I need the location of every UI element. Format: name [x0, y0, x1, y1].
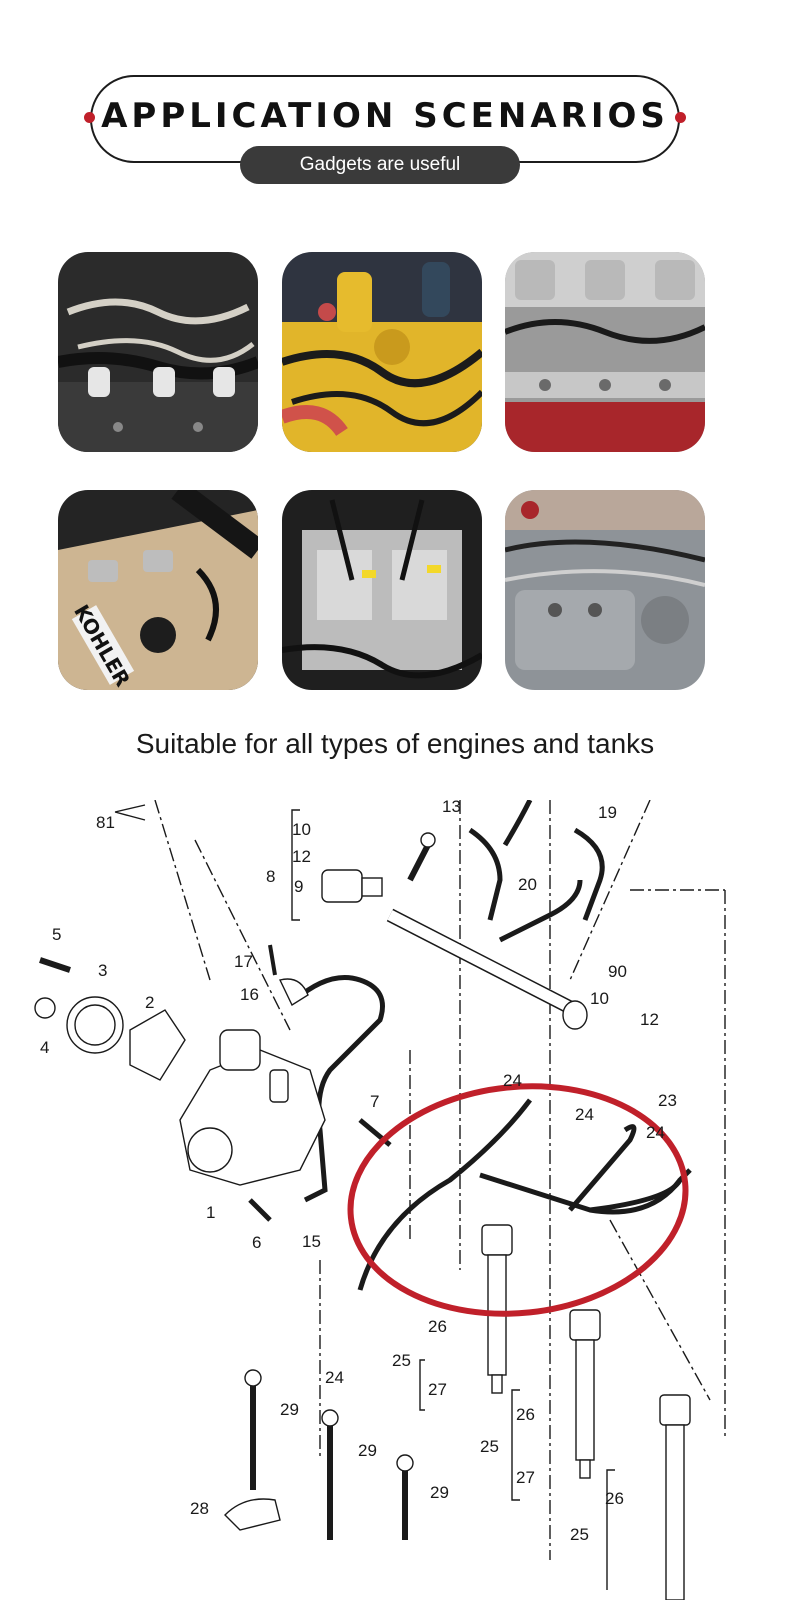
- part-label: 24: [325, 1368, 344, 1387]
- part-label: 29: [430, 1483, 449, 1502]
- part-label: 25: [570, 1525, 589, 1544]
- title-left-dot: [84, 112, 95, 123]
- part-label: 26: [516, 1405, 535, 1424]
- part-label: 1: [206, 1203, 215, 1222]
- part-label: 5: [52, 925, 61, 944]
- section-title: APPLICATION SCENARIOS: [101, 96, 669, 136]
- part-label: 25: [392, 1351, 411, 1370]
- part-label: 28: [190, 1499, 209, 1518]
- suitability-caption: Suitable for all types of engines and ta…: [135, 728, 655, 759]
- part-label: 13: [442, 800, 461, 816]
- part-label: 16: [240, 985, 259, 1004]
- part-label: 9: [294, 877, 303, 896]
- part-label: 3: [98, 961, 107, 980]
- part-label: 10: [590, 989, 609, 1008]
- engine-photo-6-illustration: [505, 490, 705, 690]
- part-label: 6: [252, 1233, 261, 1252]
- engine-photo-3-illustration: [505, 252, 705, 452]
- part-label: 8: [266, 867, 275, 886]
- fuel-system-exploded-diagram: 81 5 3 4 2 17 16 1 6 15 7 8 9 10 12 20 1…: [34, 800, 726, 1600]
- kohler-plate: [71, 605, 135, 685]
- part-label: 26: [428, 1317, 447, 1336]
- part-label: 27: [428, 1380, 447, 1399]
- part-label: 23: [658, 1091, 677, 1110]
- part-label: 4: [40, 1038, 49, 1057]
- engine-photo-2: [282, 252, 482, 452]
- engine-photo-6: [505, 490, 705, 690]
- section-subtitle: Gadgets are useful: [240, 146, 520, 184]
- part-label: 26: [605, 1489, 624, 1508]
- part-label: 2: [145, 993, 154, 1012]
- part-label: 17: [234, 952, 253, 971]
- part-label: 24: [503, 1071, 522, 1090]
- part-label: 29: [358, 1441, 377, 1460]
- engine-photo-1-illustration: [58, 252, 258, 452]
- engine-photo-4-illustration: KOHLER: [58, 490, 258, 690]
- part-label: 90: [608, 962, 627, 981]
- part-label: 7: [370, 1092, 379, 1111]
- part-label: 15: [302, 1232, 321, 1251]
- part-label: 24: [646, 1123, 665, 1142]
- part-label: 29: [280, 1400, 299, 1419]
- part-label: 27: [516, 1468, 535, 1487]
- part-label: 25: [480, 1437, 499, 1456]
- engine-photo-5: [282, 490, 482, 690]
- part-label: 12: [292, 847, 311, 866]
- engine-photo-3: [505, 252, 705, 452]
- part-label: 12: [640, 1010, 659, 1029]
- title-right-dot: [675, 112, 686, 123]
- engine-photo-5-illustration: [282, 490, 482, 690]
- engine-photo-2-illustration: [282, 252, 482, 452]
- part-label: 24: [575, 1105, 594, 1124]
- part-label: 19: [598, 803, 617, 822]
- part-label: 10: [292, 820, 311, 839]
- part-label: 81: [96, 813, 115, 832]
- injector-return-line-highlight: [347, 1083, 689, 1317]
- part-number-labels: 81 5 3 4 2 17 16 1 6 15 7 8 9 10 12 20 1…: [40, 800, 677, 1544]
- engine-photo-1: [58, 252, 258, 452]
- part-label: 20: [518, 875, 537, 894]
- engine-photo-4: KOHLER: [58, 490, 258, 690]
